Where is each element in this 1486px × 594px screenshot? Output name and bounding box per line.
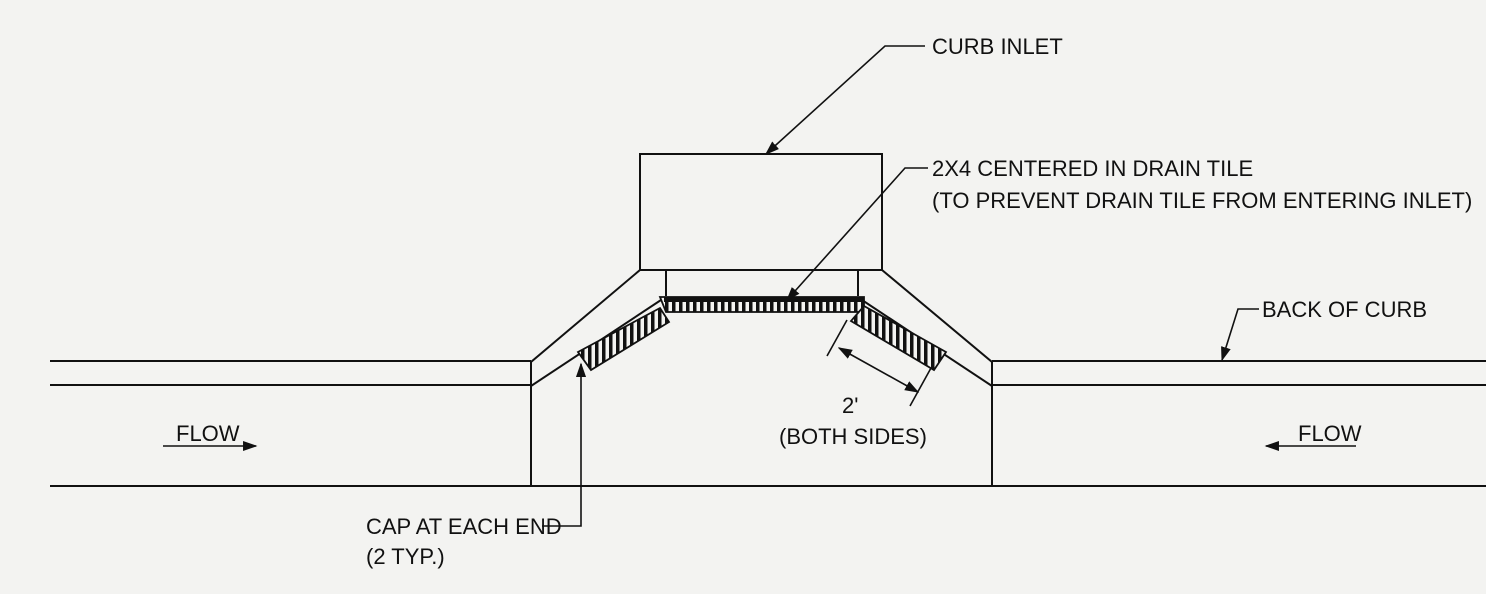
board-label-line2: (TO PREVENT DRAIN TILE FROM ENTERING INL… [932, 188, 1472, 213]
dimension-line [837, 347, 920, 393]
drain-tile-left-segment [576, 306, 671, 372]
two-by-four-board [664, 297, 862, 302]
labels: CURB INLET 2X4 CENTERED IN DRAIN TILE (T… [176, 34, 1472, 569]
dimension-extension-top [826, 319, 848, 357]
curb-inlet-label: CURB INLET [932, 34, 1063, 59]
inlet-throat-left-outer [530, 269, 667, 486]
cap-label-line2: (2 TYP.) [366, 544, 445, 569]
curb-inlet-leader [764, 45, 925, 155]
inlet-throat-right-outer [857, 269, 993, 486]
dimension-note-label: (BOTH SIDES) [779, 424, 927, 449]
curb-inlet-box [639, 153, 883, 271]
curb-lines [50, 360, 1486, 487]
dimension-2ft [826, 319, 932, 407]
leader-lines [542, 45, 1259, 527]
flow-label-right: FLOW [1298, 421, 1362, 446]
drain-tile-right-segment [849, 304, 948, 372]
drain-tile [576, 296, 948, 372]
back-of-curb-label: BACK OF CURB [1262, 297, 1427, 322]
cap-label-line1: CAP AT EACH END [366, 514, 562, 539]
dimension-value-label: 2' [842, 393, 858, 418]
flow-label-left: FLOW [176, 421, 240, 446]
board-label-line1: 2X4 CENTERED IN DRAIN TILE [932, 156, 1253, 181]
cap-leader [542, 362, 587, 527]
dimension-extension-bottom [909, 367, 932, 407]
back-of-curb-leader [1221, 308, 1259, 362]
board-leader [786, 167, 928, 302]
